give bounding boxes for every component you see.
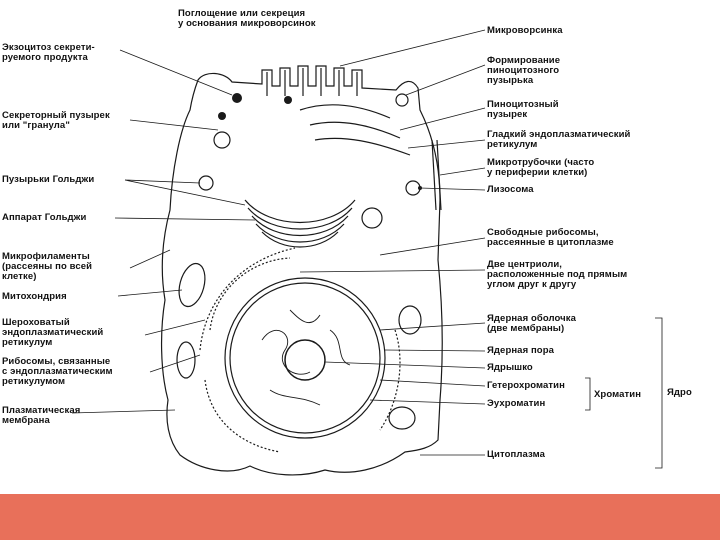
label-pinocytotic-formation: Формирование пиноцитозного пузырька [487,56,560,86]
label-free-ribosomes: Свободные рибосомы, рассеянные в цитопла… [487,228,614,248]
smooth-er [300,105,390,118]
label-heterochromatin: Гетерохроматин [487,381,565,391]
label-bound-ribosomes: Рибосомы, связанные с эндоплазматическим… [2,357,113,387]
secretory-granule [232,93,242,103]
mitochondrion [175,261,210,310]
label-plasma-membrane: Плазматическая мембрана [2,406,80,426]
nucleus-inner [230,283,380,433]
label-golgi: Аппарат Гольджи [2,213,86,223]
chromatin-bracket [585,378,590,410]
label-nucleolus: Ядрышко [487,363,533,373]
label-microvillus: Микроворсинка [487,26,563,36]
label-secretory-vesicle: Секреторный пузырек или "гранула" [2,111,110,131]
label-microfilaments: Микрофиламенты (рассеяны по всей клетке) [2,252,92,282]
label-cytoplasm: Цитоплазма [487,450,545,460]
nucleus-outer [225,278,385,438]
label-exocytosis: Экзоцитоз секрети- руемого продукта [2,43,95,63]
label-microtubules: Микротрубочки (часто у периферии клетки) [487,158,594,178]
label-smooth-er: Гладкий эндоплазматический ретикулум [487,130,630,150]
rough-er [210,258,290,330]
label-nuclear-pore: Ядерная пора [487,346,554,356]
label-nucleus: Ядро [667,388,692,398]
label-lysosome: Лизосома [487,185,534,195]
lysosome [406,181,420,195]
label-golgi-vesicles: Пузырьки Гольджи [2,175,94,185]
footer-bar [0,494,720,540]
label-uptake: Поглощение или секреция у основания микр… [178,9,316,29]
label-mitochondrion: Митохондрия [2,292,67,302]
nucleus-bracket [655,318,662,468]
label-pinocytotic-vesicle: Пиноцитозный пузырек [487,100,559,120]
label-nuclear-envelope: Ядерная оболочка (две мембраны) [487,314,576,334]
label-rough-er: Шероховатый эндоплазматический ретикулум [2,318,103,348]
label-euchromatin: Эухроматин [487,399,545,409]
label-chromatin: Хроматин [594,390,641,400]
label-centrioles: Две центриоли, расположенные под прямым … [487,260,627,290]
